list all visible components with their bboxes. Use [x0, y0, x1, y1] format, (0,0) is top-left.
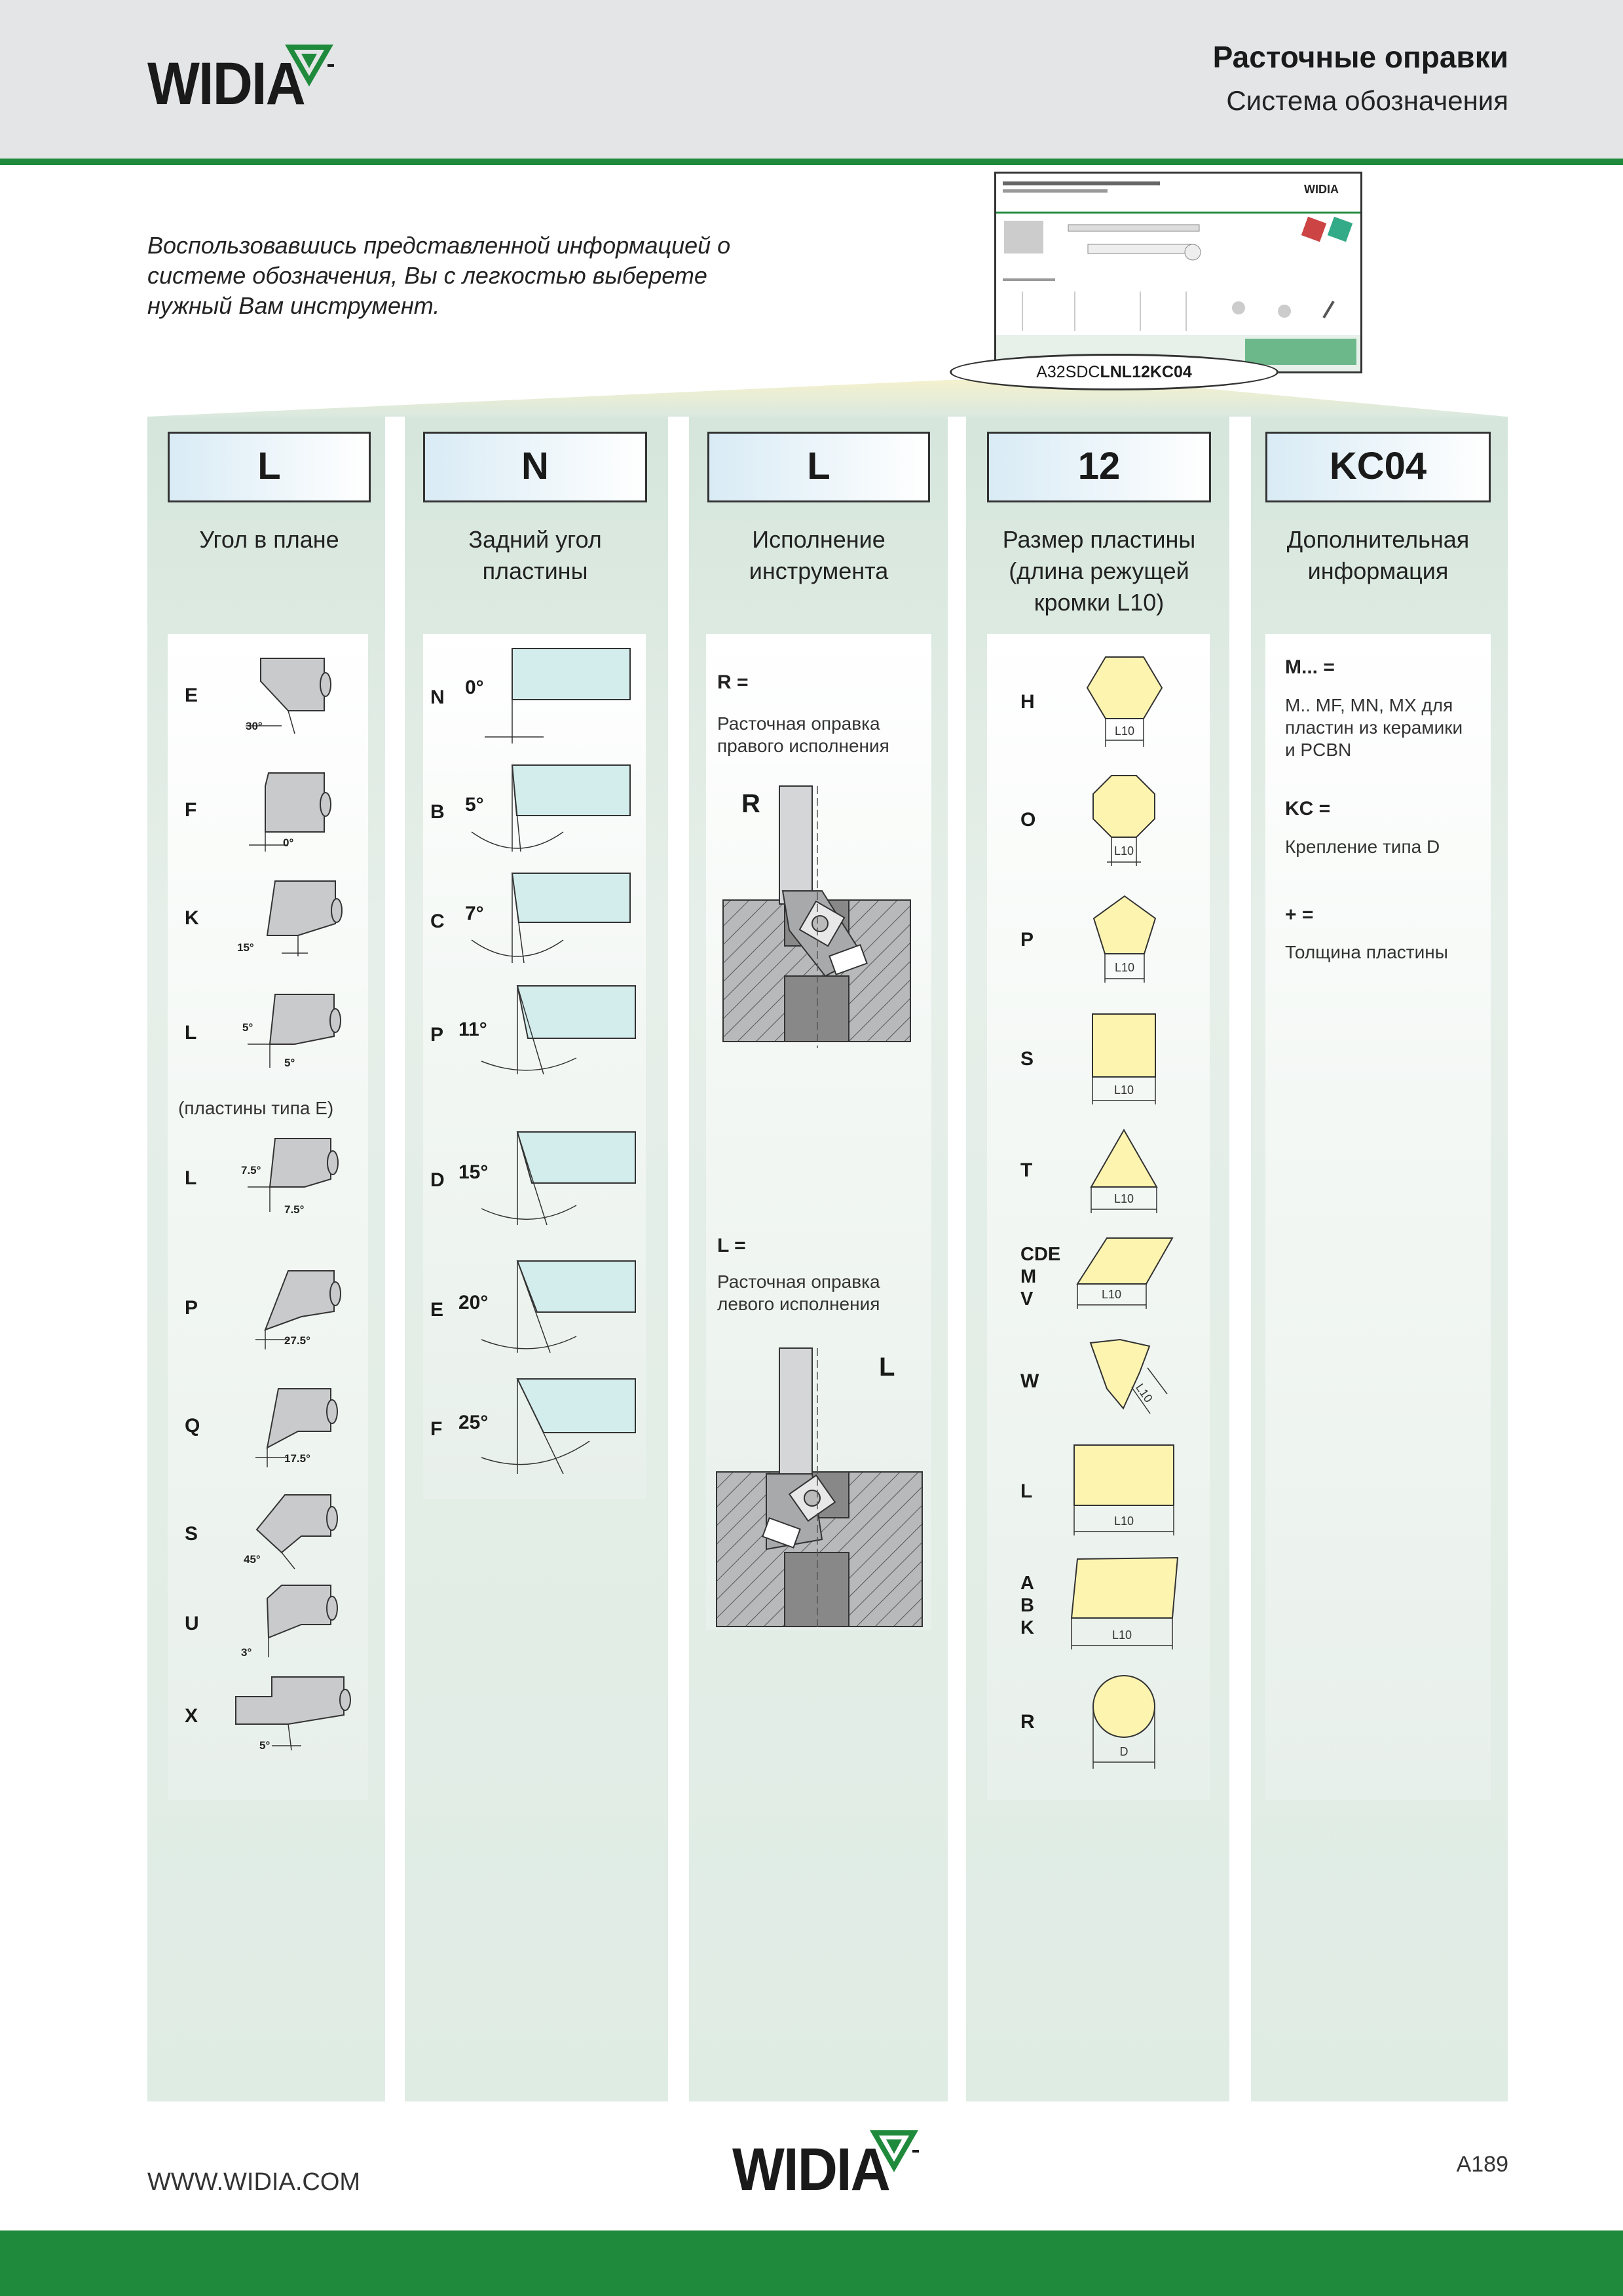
clearance-code: F	[430, 1418, 443, 1440]
clearance-code: D	[430, 1169, 445, 1191]
clearance-code: P	[430, 1024, 444, 1045]
clearance-angle: 5°	[465, 794, 484, 816]
lead-angle-code: E	[185, 685, 198, 706]
insert-shape-code: R	[1020, 1711, 1035, 1733]
kc-description: Крепление типа D	[1285, 837, 1440, 857]
footer-widia-logo: WIDIA	[732, 2136, 891, 2203]
m-description: M.. MF, MN, MX для пластин из керамики и…	[1285, 695, 1463, 760]
lead-angle-code: L	[185, 1022, 197, 1044]
footer-logo-mark-icon	[870, 2130, 919, 2173]
code-box-extra-info: KC04	[1265, 432, 1491, 502]
code-prefix: A32SDC	[1036, 363, 1100, 381]
page-title: Расточные оправки	[1212, 40, 1508, 74]
insert-shape-code: L	[1020, 1480, 1033, 1502]
column-title-hand: Исполнение инструмента	[749, 526, 889, 584]
m-code: M... =	[1285, 656, 1335, 678]
right-hand-code: R =	[717, 671, 749, 693]
insert-shape-code: T	[1020, 1159, 1033, 1181]
panel-clearance	[423, 634, 646, 1499]
clearance-code: N	[430, 687, 445, 708]
lead-angle-code: F	[185, 799, 197, 821]
plus-code: + =	[1285, 904, 1314, 926]
insert-shape-code: S	[1020, 1048, 1034, 1070]
clearance-code: C	[430, 911, 445, 932]
left-hand-description: Расточная оправка левого исполнения	[717, 1271, 880, 1314]
page-number: A189	[1456, 2152, 1508, 2177]
lead-angle-code: Q	[185, 1415, 200, 1437]
footer-bar	[0, 2230, 1623, 2296]
lead-angle-code: K	[185, 907, 199, 929]
page-subtitle: Система обозначения	[1226, 85, 1508, 116]
widia-logo: WIDIA	[147, 50, 306, 117]
left-hand-mark: L	[879, 1353, 895, 1382]
beam-graphic	[147, 380, 1506, 417]
column-title-insert-size: Размер пластины (длина режущей кромки L1…	[1002, 526, 1196, 616]
code-box-lead-angle: L	[168, 432, 371, 502]
lead-angle-code: P	[185, 1297, 198, 1319]
insert-shape-code: H	[1020, 691, 1035, 713]
panel-hand	[706, 634, 931, 1630]
thumb-logo: WIDIA	[1304, 183, 1339, 196]
clearance-angle: 20°	[458, 1292, 489, 1313]
clearance-angle: 11°	[458, 1019, 487, 1040]
lead-angle-note: (пластины типа E)	[178, 1098, 334, 1118]
widia-logo-mark-icon	[285, 45, 334, 87]
clearance-angle: 7°	[465, 903, 484, 924]
lead-angle-code: X	[185, 1705, 198, 1727]
column-title-clearance: Задний угол пластины	[468, 526, 602, 584]
intro-text: Воспользовавшись представленной информац…	[147, 232, 731, 319]
insert-shape-code: O	[1020, 809, 1036, 831]
clearance-angle: 15°	[458, 1161, 489, 1183]
code-highlight: LNL12KC04	[1100, 363, 1192, 381]
code-box-insert-size: 12	[987, 432, 1211, 502]
column-title-lead-angle: Угол в плане	[199, 526, 339, 553]
insert-shape-code: W	[1020, 1370, 1039, 1392]
code-box-hand: L	[707, 432, 930, 502]
insert-shape-code: P	[1020, 929, 1034, 950]
page-header	[0, 0, 1623, 159]
column-title-extra-info: Дополнительная информация	[1286, 526, 1470, 584]
right-hand-description: Расточная оправка правого исполнения	[717, 713, 889, 756]
lead-angle-code: U	[185, 1613, 199, 1634]
left-hand-code: L =	[717, 1235, 746, 1256]
right-hand-mark: R	[741, 789, 760, 818]
website-link[interactable]: WWW.WIDIA.COM	[147, 2168, 361, 2196]
designation-code-ellipse: A32SDCLNL12KC04	[950, 354, 1278, 390]
panel-extra-info	[1265, 634, 1491, 1800]
clearance-code: B	[430, 801, 445, 823]
clearance-angle: 0°	[465, 677, 484, 698]
kc-code: KC =	[1285, 798, 1331, 819]
lead-angle-code: L	[185, 1167, 197, 1189]
plus-description: Толщина пластины	[1285, 942, 1448, 962]
clearance-angle: 25°	[458, 1412, 489, 1433]
lead-angle-code: S	[185, 1523, 198, 1545]
header-divider	[0, 159, 1623, 165]
clearance-code: E	[430, 1299, 444, 1321]
catalog-page-thumbnail: WIDIA	[994, 172, 1362, 373]
code-box-clearance: N	[423, 432, 647, 502]
